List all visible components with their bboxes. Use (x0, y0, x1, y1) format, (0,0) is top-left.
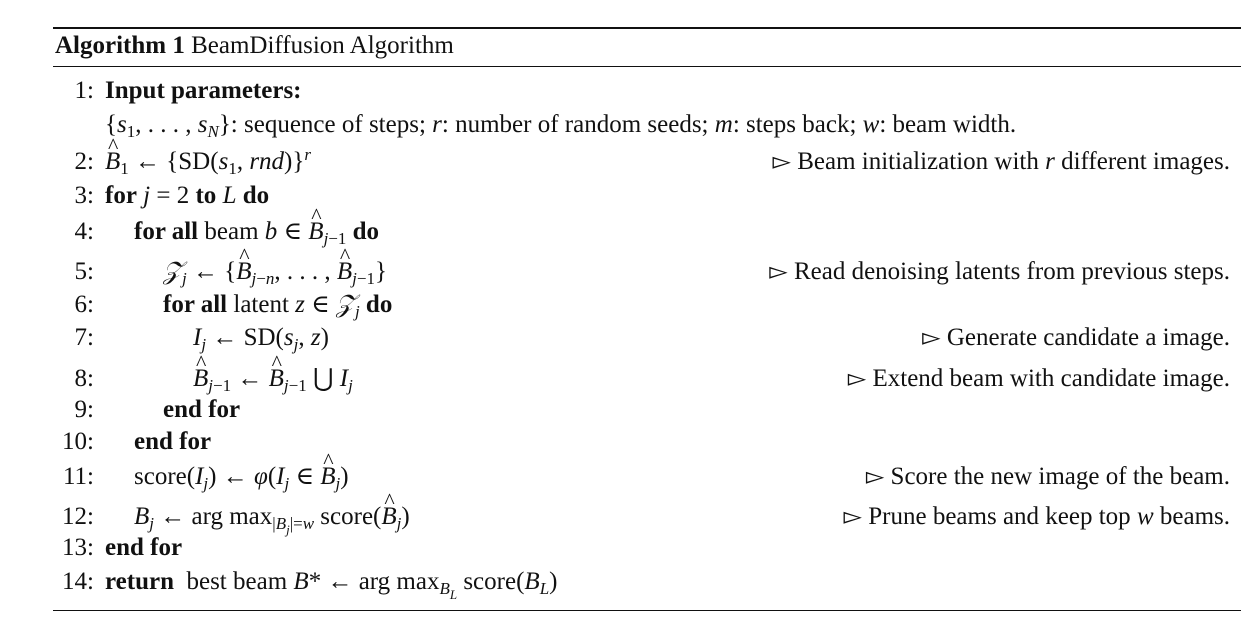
line-body: for j = 2 to L do (105, 182, 270, 209)
algorithm-line: 7: Ij ← SD(sj, z) ▻ Generate candidate a… (0, 321, 1252, 355)
caption-rule (53, 66, 1241, 67)
algorithm-line: 5: 𝒵j ← {Bj−n, . . . , Bj−1} ▻ Read deno… (0, 239, 1252, 289)
line-body: Bj ← arg max|Bj|=w score(Bj) (134, 484, 410, 536)
line-keyword: Input parameters: (105, 77, 302, 104)
algorithm-line: 3: for j = 2 to L do (0, 179, 1252, 213)
algorithm-line: 13: end for (0, 531, 1252, 565)
line-keyword: end for (105, 534, 183, 561)
line-body: {s1, . . . , sN}: sequence of steps; r: … (105, 111, 1017, 141)
line-body: for all latent z ∈ 𝒵j do (163, 291, 393, 321)
line-comment: ▻ Read denoising latents from previous s… (769, 258, 1230, 285)
line-number: 14: (62, 568, 94, 595)
line-number: 1: (74, 77, 94, 104)
line-number: 3: (74, 182, 94, 209)
top-rule (53, 27, 1241, 29)
line-number: 4: (74, 218, 94, 245)
line-number: 12: (62, 503, 94, 530)
line-number: 2: (74, 148, 94, 175)
line-body: Ij ← SD(sj, z) (193, 324, 329, 354)
caption-title: BeamDiffusion Algorithm (191, 32, 454, 59)
line-body: for all beam b ∈ Bj−1 do (134, 199, 379, 249)
line-body: 𝒵j ← {Bj−n, . . . , Bj−1} (163, 239, 387, 289)
line-body: score(Ij) ← φ(Ij ∈ Bj) (134, 444, 349, 494)
line-body: Bj−1 ← Bj−1 ⋃ Ij (193, 346, 353, 396)
algorithm-line: 8: Bj−1 ← Bj−1 ⋃ Ij ▻ Extend beam with c… (0, 346, 1252, 396)
line-keyword: end for (134, 428, 212, 455)
line-comment: ▻ Beam initialization with r different i… (772, 148, 1231, 175)
line-number: 5: (74, 258, 94, 285)
line-body: return best beam B* ← arg maxBL score(BL… (105, 568, 558, 602)
line-keyword: end for (163, 396, 241, 423)
line-number: 7: (74, 324, 94, 351)
algorithm-line: {s1, . . . , sN}: sequence of steps; r: … (0, 108, 1252, 142)
line-comment: ▻ Extend beam with candidate image. (847, 365, 1230, 392)
line-comment: ▻ Score the new image of the beam. (865, 463, 1230, 490)
line-comment: ▻ Generate candidate a image. (922, 324, 1230, 351)
algorithm-caption: Algorithm 1 BeamDiffusion Algorithm (55, 30, 454, 62)
line-number: 9: (74, 396, 94, 423)
line-body: B1 ← {SD(s1, rnd)}r (105, 129, 311, 179)
algorithm-line: 12: Bj ← arg max|Bj|=w score(Bj) ▻ Prune… (0, 484, 1252, 536)
line-number: 8: (74, 365, 94, 392)
algorithm-line: 6: for all latent z ∈ 𝒵j do (0, 288, 1252, 322)
line-number: 13: (62, 534, 94, 561)
bottom-rule (53, 610, 1241, 611)
algorithm-line: 4: for all beam b ∈ Bj−1 do (0, 199, 1252, 249)
line-number: 6: (74, 291, 94, 318)
line-comment: ▻ Prune beams and keep top w beams. (843, 503, 1230, 530)
caption-label: Algorithm 1 (55, 32, 185, 59)
line-number: 11: (62, 463, 94, 490)
algorithm-line: 11: score(Ij) ← φ(Ij ∈ Bj) ▻ Score the n… (0, 444, 1252, 494)
algorithm-line: 14: return best beam B* ← arg maxBL scor… (0, 565, 1252, 602)
algorithm-line: 10: end for (0, 425, 1252, 459)
algorithm-line: 2: B1 ← {SD(s1, rnd)}r ▻ Beam initializa… (0, 129, 1252, 179)
line-number: 10: (62, 428, 94, 455)
algorithm-line: 1: Input parameters: (0, 74, 1252, 108)
algorithm-line: 9: end for (0, 393, 1252, 427)
